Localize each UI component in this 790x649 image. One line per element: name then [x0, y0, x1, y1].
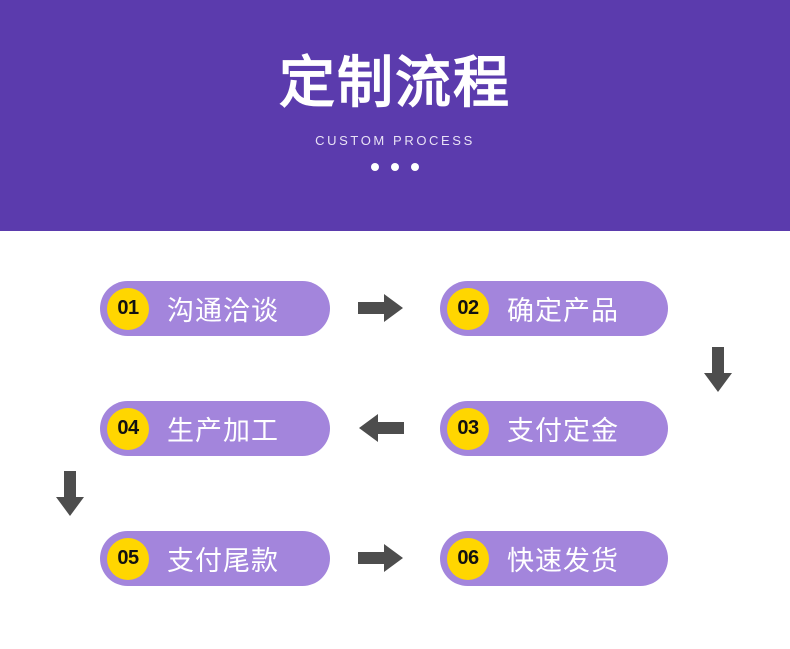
decorative-dots: [0, 163, 790, 171]
step-number-badge: 06: [447, 537, 489, 580]
arrow-down-icon: [703, 347, 733, 393]
arrow-down-icon: [55, 471, 85, 517]
page-subtitle: CUSTOM PROCESS: [315, 133, 475, 148]
step-label: 确定产品: [507, 296, 619, 326]
dot-icon: [411, 163, 419, 171]
step-number-badge: 03: [447, 407, 489, 450]
step-number-badge: 01: [107, 287, 149, 330]
step-label: 沟通洽谈: [167, 296, 279, 326]
page-title: 定制流程: [279, 51, 511, 114]
step-number-badge: 02: [447, 287, 489, 330]
dot-icon: [371, 163, 379, 171]
step-item-03[interactable]: 03 支付定金: [440, 401, 668, 456]
step-item-06[interactable]: 06 快速发货: [440, 531, 668, 586]
step-label: 支付尾款: [167, 546, 279, 576]
step-label: 生产加工: [167, 416, 279, 446]
step-number-badge: 04: [107, 407, 149, 450]
arrow-right-icon: [358, 543, 404, 573]
step-label: 快速发货: [507, 546, 619, 576]
arrow-left-icon: [358, 413, 404, 443]
arrow-right-icon: [358, 293, 404, 323]
step-label: 支付定金: [507, 416, 619, 446]
step-item-04[interactable]: 04 生产加工: [100, 401, 330, 456]
header-banner: 定制流程 CUSTOM PROCESS: [0, 0, 790, 231]
step-item-01[interactable]: 01 沟通洽谈: [100, 281, 330, 336]
process-flow: 01 沟通洽谈 02 确定产品 04 生产加工: [0, 231, 790, 649]
step-item-02[interactable]: 02 确定产品: [440, 281, 668, 336]
step-item-05[interactable]: 05 支付尾款: [100, 531, 330, 586]
step-number-badge: 05: [107, 537, 149, 580]
dot-icon: [391, 163, 399, 171]
